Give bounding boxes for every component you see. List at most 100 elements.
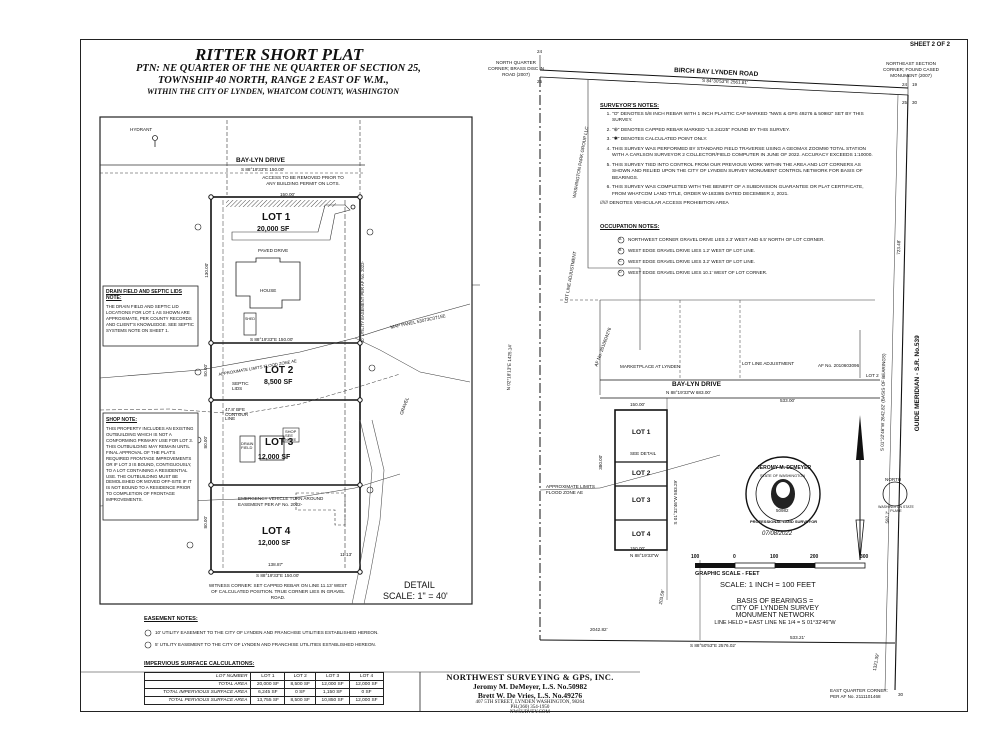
map-bay-lyn-label: BAY-LYN DRIVE	[672, 381, 722, 388]
drain-note: DRAIN FIELD AND SEPTIC LIDS NOTE: THE DR…	[106, 289, 194, 333]
sec-19: 19	[912, 82, 918, 87]
easement-notes-title: EASEMENT NOTES:	[144, 616, 198, 622]
drain-note-box	[102, 285, 199, 347]
title-line-3: WITHIN THE CITY OF LYNDEN, WHATCOM COUNT…	[147, 87, 399, 96]
lot-1-area: 20,000 SF	[257, 226, 290, 233]
lot-4-area: 12,000 SF	[258, 540, 291, 547]
drain-field-outline	[239, 435, 256, 463]
lot-1-name: LOT 1	[262, 212, 291, 223]
shop-outline	[259, 435, 285, 461]
occupation-note-2: WEST EDGE GRAVEL DRIVE LIES 1.2' WEST OF…	[628, 248, 755, 253]
map-lots-bottom-dim: 150.00'	[630, 546, 645, 551]
surveyor-note-5: THIS SURVEY TIED INTO CONTROL FROM OUR P…	[612, 163, 878, 182]
map-dim-533-b: 533.21'	[790, 635, 805, 640]
seal-bottom: PROFESSIONAL LAND SURVEYOR	[750, 519, 818, 524]
address: 407 5TH STREET, LYNDEN WASHINGTON, 98264	[475, 700, 585, 705]
sec-24-b: 24	[902, 82, 908, 87]
marketplace-label: MARKETPLACE AT LYNDEN	[620, 364, 681, 369]
signature-date: 07/08/2022	[762, 531, 793, 537]
occ-marker-a: A	[619, 237, 622, 241]
contour-label: 47.8' BFE CONTOUR LINE	[225, 407, 249, 422]
lot-2-name: LOT 2	[265, 365, 294, 376]
bay-lyn-drive-label: BAY-LYN DRIVE	[236, 157, 286, 164]
surveyor-note-2: "⊕" DENOTES CAPPED REBAR MARKED "LS.2422…	[612, 128, 878, 134]
lot2-bearing: S 88°19'33"E 150.00'	[250, 337, 294, 342]
map-lot-1: LOT 1	[632, 429, 651, 436]
emergency-easement-label: EMERGENCY VEHICLE TURN AROUND EASEMENT P…	[238, 496, 324, 507]
lot4-side-dim: 80.00'	[202, 516, 208, 529]
phone: PH.(360) 354-1950	[510, 705, 550, 710]
surveyor-block: NORTHWEST SURVEYING & GPS, INC. Jeromy M…	[420, 672, 640, 715]
occupation-note-1: NORTHWEST CORNER GRAVEL DRIVE LIES 2.3' …	[628, 237, 825, 242]
see-detail-label: SEE DETAIL	[630, 451, 657, 456]
map-lot-3: LOT 3	[632, 497, 651, 504]
north-quarter-corner: NORTH QUARTER CORNER; BRASS DISC IN ROAD…	[487, 60, 545, 77]
south-bearing-label: S 88°50'53"E 2576.02'	[690, 643, 736, 648]
sec-30-a: 30	[912, 100, 918, 105]
surveyor-note-6: THIS SURVEY WAS COMPLETED WITH THE BENEF…	[612, 185, 878, 198]
lot-2-area: 8,500 SF	[264, 379, 293, 386]
scale-tick-1: 100	[691, 554, 700, 560]
basis-of-bearings: BASIS OF BEARINGS = CITY OF LYNDEN SURVE…	[714, 598, 836, 626]
north-arrow-sub: WASHINGTON STATE PLANE	[878, 505, 914, 513]
shop-note: SHOP NOTE: THIS PROPERTY INCLUDES AN EXI…	[106, 417, 194, 503]
seal-name: JEROMY M. DEMEYER	[757, 465, 812, 471]
plat-title: RITTER SHORT PLAT	[195, 45, 364, 64]
access-prohibition-hatch	[226, 200, 336, 207]
occ-marker-c: C	[619, 259, 622, 263]
house-outline	[235, 257, 301, 309]
detail-scale: SCALE: 1" = 40'	[383, 591, 448, 601]
east-quarter-corner: EAST QUARTER CORNER: PER AF No. 21111014…	[830, 688, 889, 699]
detail-frame	[99, 116, 473, 605]
hatch-legend: ////// DENOTES VEHICULAR ACCESS PROHIBIT…	[600, 201, 729, 207]
north-arrow-label: NORTH	[885, 477, 902, 482]
scale-tick-3: 100	[770, 554, 779, 560]
map-lot-2: LOT 2	[632, 470, 651, 477]
occupation-notes-title: OCCUPATION NOTES:	[600, 224, 660, 230]
detail-label: DETAIL	[404, 580, 435, 590]
offset-dim: 11.13'	[340, 552, 353, 557]
sec-25-b: 25	[902, 100, 908, 105]
north-arrow	[856, 415, 864, 460]
scale-tick-2: 0	[733, 554, 736, 560]
impervious-title: IMPERVIOUS SURFACE CALCULATIONS:	[144, 661, 255, 667]
map-flood-label: APPROXIMATE LIMITS FLOOD ZONE AE	[546, 484, 595, 495]
occupation-note-4: WEST EDGE GRAVEL DRIVE LIES 10.1' WEST O…	[628, 270, 768, 275]
table-row: TOTAL PERVIOUS SURFACE AREA 13,755 SF 8,…	[143, 696, 384, 705]
lot1-side-dim: 130.00'	[204, 262, 210, 278]
occ-marker-b: B	[619, 248, 622, 252]
easement-note-1: 10' UTILITY EASEMENT TO THE CITY OF LYND…	[155, 630, 379, 635]
map-dim-2042: 2042.82'	[590, 627, 608, 632]
road-bearing: S 88°19'33"E 150.00'	[241, 167, 285, 172]
lot-line-adj-2: LOT LINE ADJUSTMENT	[742, 361, 795, 366]
shed-label: SHED	[245, 317, 255, 321]
shed-outline	[243, 312, 257, 336]
map-lot-4: LOT 4	[632, 531, 651, 538]
northeast-corner: NORTHEAST SECTION CORNER; FOUND CASED MO…	[883, 61, 939, 78]
paved-drive-label: PAVED DRIVE	[258, 248, 289, 253]
sheet-label: SHEET 2 OF 2	[910, 42, 951, 48]
map-dim-380: 380.00'	[598, 454, 604, 470]
lot-3-area: 12,000 SF	[258, 454, 291, 461]
paved-drive	[231, 204, 351, 241]
surveyor-note-1: "O" DENOTES 5/8 INCH REBAR WITH 1 INCH P…	[612, 112, 878, 125]
map-lots-top: 150.00'	[630, 402, 645, 407]
shop-note-box	[102, 412, 199, 521]
drain-field-label: DRAIN FIELD	[241, 441, 254, 450]
company-name: NORTHWEST SURVEYING & GPS, INC.	[446, 672, 614, 682]
scale-tick-4: 200	[810, 554, 819, 560]
surveyors-notes: SURVEYOR'S NOTES: "O" DENOTES 5/8 INCH R…	[600, 103, 878, 208]
shop-label: SHOP SEE NOTE	[285, 429, 297, 442]
lot-boundary	[210, 196, 361, 573]
title-line-2: TOWNSHIP 40 NORTH, RANGE 2 EAST OF W.M.,	[158, 75, 389, 86]
map-lots-bottom-bearing: N 88°19'33"W	[630, 553, 659, 558]
table-row: TOTAL AREA 20,000 SF 8,500 SF 12,000 SF …	[143, 680, 384, 689]
house-label: HOUSE	[260, 288, 277, 293]
surveyor-note-4: THIS SURVEY WAS PERFORMED BY STANDARD FI…	[612, 147, 878, 160]
lot-4-name: LOT 4	[262, 526, 291, 537]
lot4-bottom-dim: 138.87'	[268, 562, 283, 567]
hydrant-symbol	[152, 135, 158, 141]
access-note: ACCESS TO BE REMOVED PRIOR TO ANY BUILDI…	[262, 175, 344, 186]
seal-state: STATE OF WASHINGTON	[760, 474, 806, 478]
